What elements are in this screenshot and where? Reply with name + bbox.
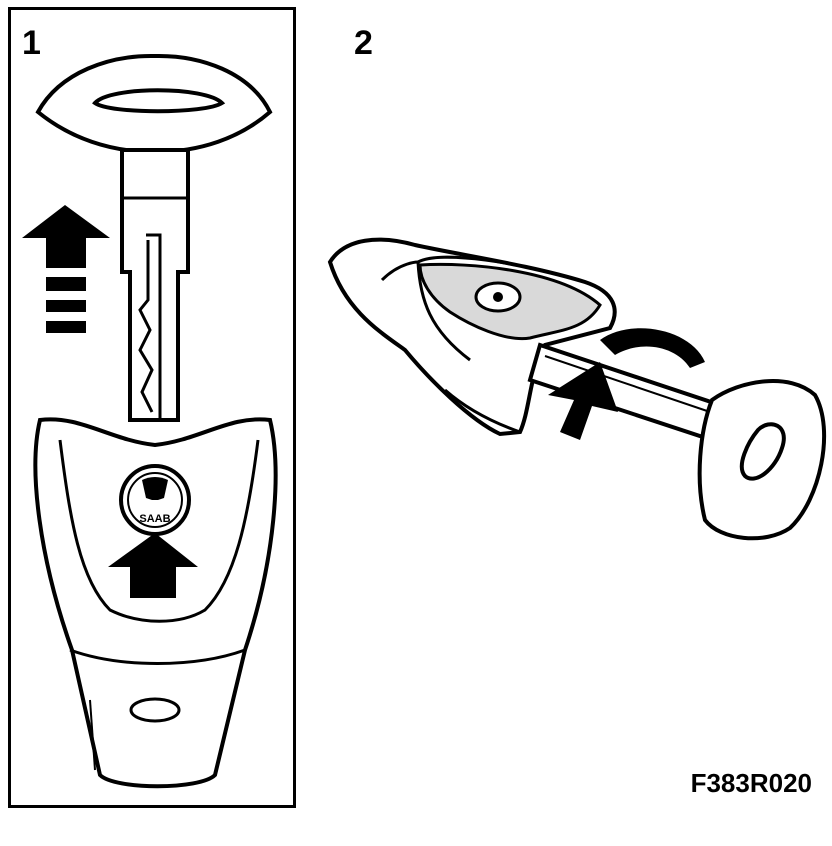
step-1-panel-frame xyxy=(8,7,296,808)
step-1-illustration: SAAB xyxy=(22,53,278,789)
key-blade-icon xyxy=(120,148,190,422)
key-fob-body-icon xyxy=(33,417,278,789)
fob-button-icon xyxy=(129,697,181,723)
step-2-illustration xyxy=(327,237,827,541)
saab-logo-text: SAAB xyxy=(139,513,170,525)
pull-up-arrow-icon xyxy=(22,205,110,333)
key-head-slot xyxy=(92,88,226,114)
push-up-arrow-icon xyxy=(108,533,198,598)
rotate-arrow-icon xyxy=(548,328,705,440)
step-1-label: 1 xyxy=(22,24,41,62)
figure-code: F383R020 xyxy=(690,768,812,798)
step-2-label: 2 xyxy=(354,24,373,62)
